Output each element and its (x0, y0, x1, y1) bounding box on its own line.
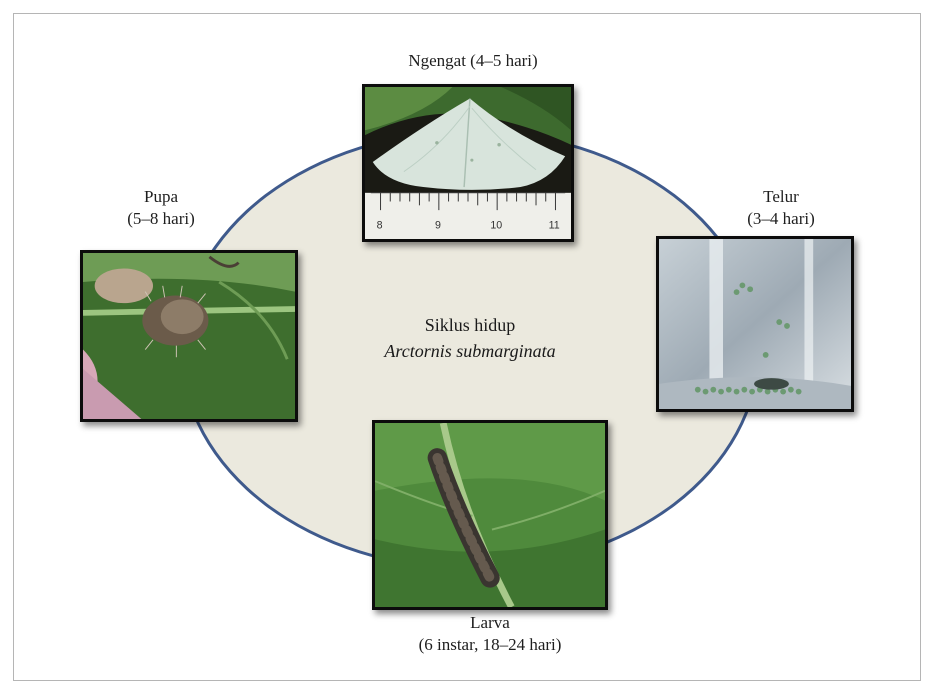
egg-stage-duration: (3–4 hari) (716, 208, 846, 230)
larva-photo (372, 420, 608, 610)
pupa-stage-name: Pupa (96, 186, 226, 208)
egg-stage-name: Telur (716, 186, 846, 208)
ruler-tick-11: 11 (549, 219, 560, 231)
cycle-title: Siklus hidup (360, 312, 580, 338)
ruler-tick-10: 10 (490, 219, 502, 231)
moth-stage-name: Ngengat (4–5 hari) (368, 50, 578, 72)
larva-stage-name: Larva (372, 612, 608, 634)
center-caption: Siklus hidup Arctornis submarginata (360, 312, 580, 364)
egg-label: Telur (3–4 hari) (716, 186, 846, 230)
ruler-tick-8: 8 (377, 219, 383, 231)
moth-label: Ngengat (4–5 hari) (368, 50, 578, 72)
pupa-photo (80, 250, 298, 422)
moth-photo: 8 9 10 11 (362, 84, 574, 242)
egg-photo (656, 236, 854, 412)
ruler-tick-9: 9 (435, 219, 441, 231)
species-name: Arctornis submarginata (360, 338, 580, 364)
larva-stage-duration: (6 instar, 18–24 hari) (372, 634, 608, 656)
pupa-stage-duration: (5–8 hari) (96, 208, 226, 230)
pupa-label: Pupa (5–8 hari) (96, 186, 226, 230)
larva-label: Larva (6 instar, 18–24 hari) (372, 612, 608, 656)
